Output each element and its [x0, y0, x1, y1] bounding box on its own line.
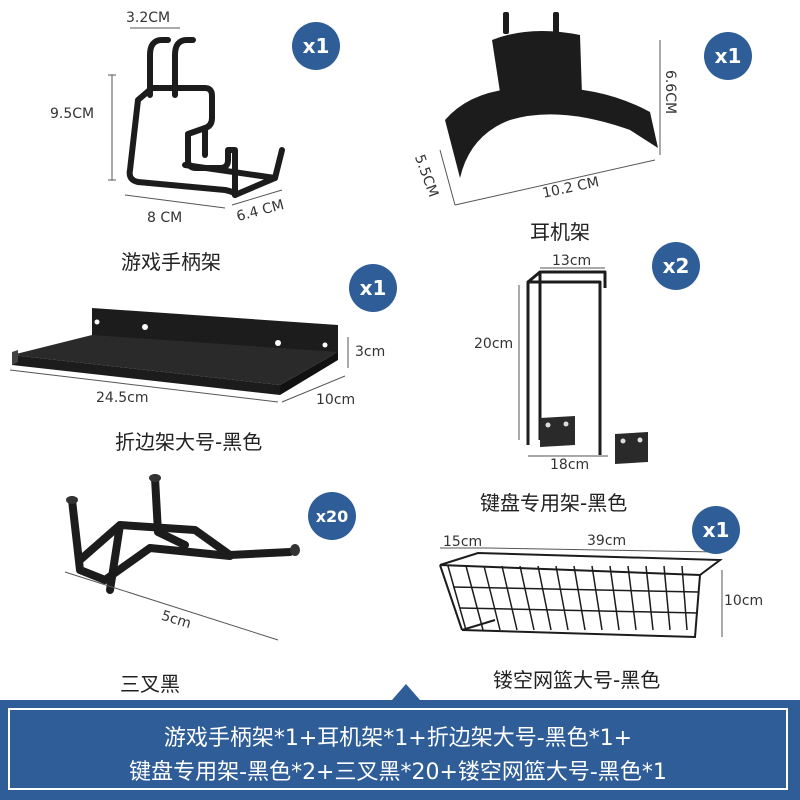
basket-wire	[501, 565, 518, 631]
basket-wire	[483, 565, 501, 631]
wire-basket-qty-badge: x1	[692, 506, 740, 554]
headphone-rack-qty-badge: x1	[704, 32, 752, 80]
keyboard-rack-qty-badge: x2	[652, 242, 700, 290]
basket-wire	[573, 565, 586, 631]
wire-basket-length-dim: 39cm	[587, 533, 627, 549]
wire-basket-label: 镂空网篮大号-黑色	[493, 668, 661, 692]
triple-hook-qty-badge: x20	[308, 492, 356, 540]
keyboard-rack-top-dim: 13cm	[552, 253, 592, 269]
keyboard-rack-height-dim: 20cm	[474, 336, 514, 352]
wire-basket-depth-dim: 15cm	[443, 534, 483, 550]
summary-box: 游戏手柄架*1+耳机架*1+折边架大号-黑色*1+ 键盘专用架-黑色*2+三叉黑…	[8, 708, 788, 790]
gamepad-rack-width-dim: 8 CM	[147, 210, 183, 226]
folding-shelf-qty-badge: x1	[349, 264, 397, 312]
basket-wire	[465, 565, 484, 631]
wire-basket-height-dim: 10cm	[724, 593, 764, 609]
folding-shelf-depth-dim: 10cm	[316, 392, 356, 408]
basket-wire	[627, 565, 637, 631]
summary-banner: 游戏手柄架*1+耳机架*1+折边架大号-黑色*1+ 键盘专用架-黑色*2+三叉黑…	[0, 700, 800, 800]
gamepad-rack-top-dim: 3.2CM	[126, 10, 171, 26]
basket-wire	[459, 607, 699, 614]
basket-wire	[519, 565, 535, 631]
basket-wire	[645, 565, 654, 631]
headphone-rack-label: 耳机架	[530, 220, 590, 244]
basket-wire	[555, 565, 569, 631]
basket-wire	[447, 565, 467, 631]
triple-hook-label: 三叉黑	[120, 672, 180, 696]
basket-wire	[591, 565, 603, 631]
footer-notch	[392, 684, 420, 700]
folding-shelf-height-dim: 3cm	[355, 344, 386, 360]
basket-wire	[537, 565, 552, 631]
basket-wire	[452, 586, 699, 593]
keyboard-rack-label: 键盘专用架-黑色	[480, 491, 628, 515]
keyboard-rack-bottom-dim: 18cm	[550, 457, 590, 473]
basket-wire	[609, 565, 620, 631]
summary-line-2: 键盘专用架-黑色*2+三叉黑*20+镂空网篮大号-黑色*1	[129, 760, 667, 785]
folding-shelf-label: 折边架大号-黑色	[115, 430, 263, 454]
gamepad-rack-qty-badge: x1	[292, 22, 340, 70]
folding-shelf-length-dim: 24.5cm	[96, 390, 149, 406]
summary-line-1: 游戏手柄架*1+耳机架*1+折边架大号-黑色*1+	[163, 726, 633, 751]
gamepad-rack-label: 游戏手柄架	[121, 250, 221, 274]
basket-wire	[663, 565, 671, 631]
gamepad-rack-height-dim: 9.5CM	[50, 106, 95, 122]
basket-wire	[681, 565, 688, 631]
